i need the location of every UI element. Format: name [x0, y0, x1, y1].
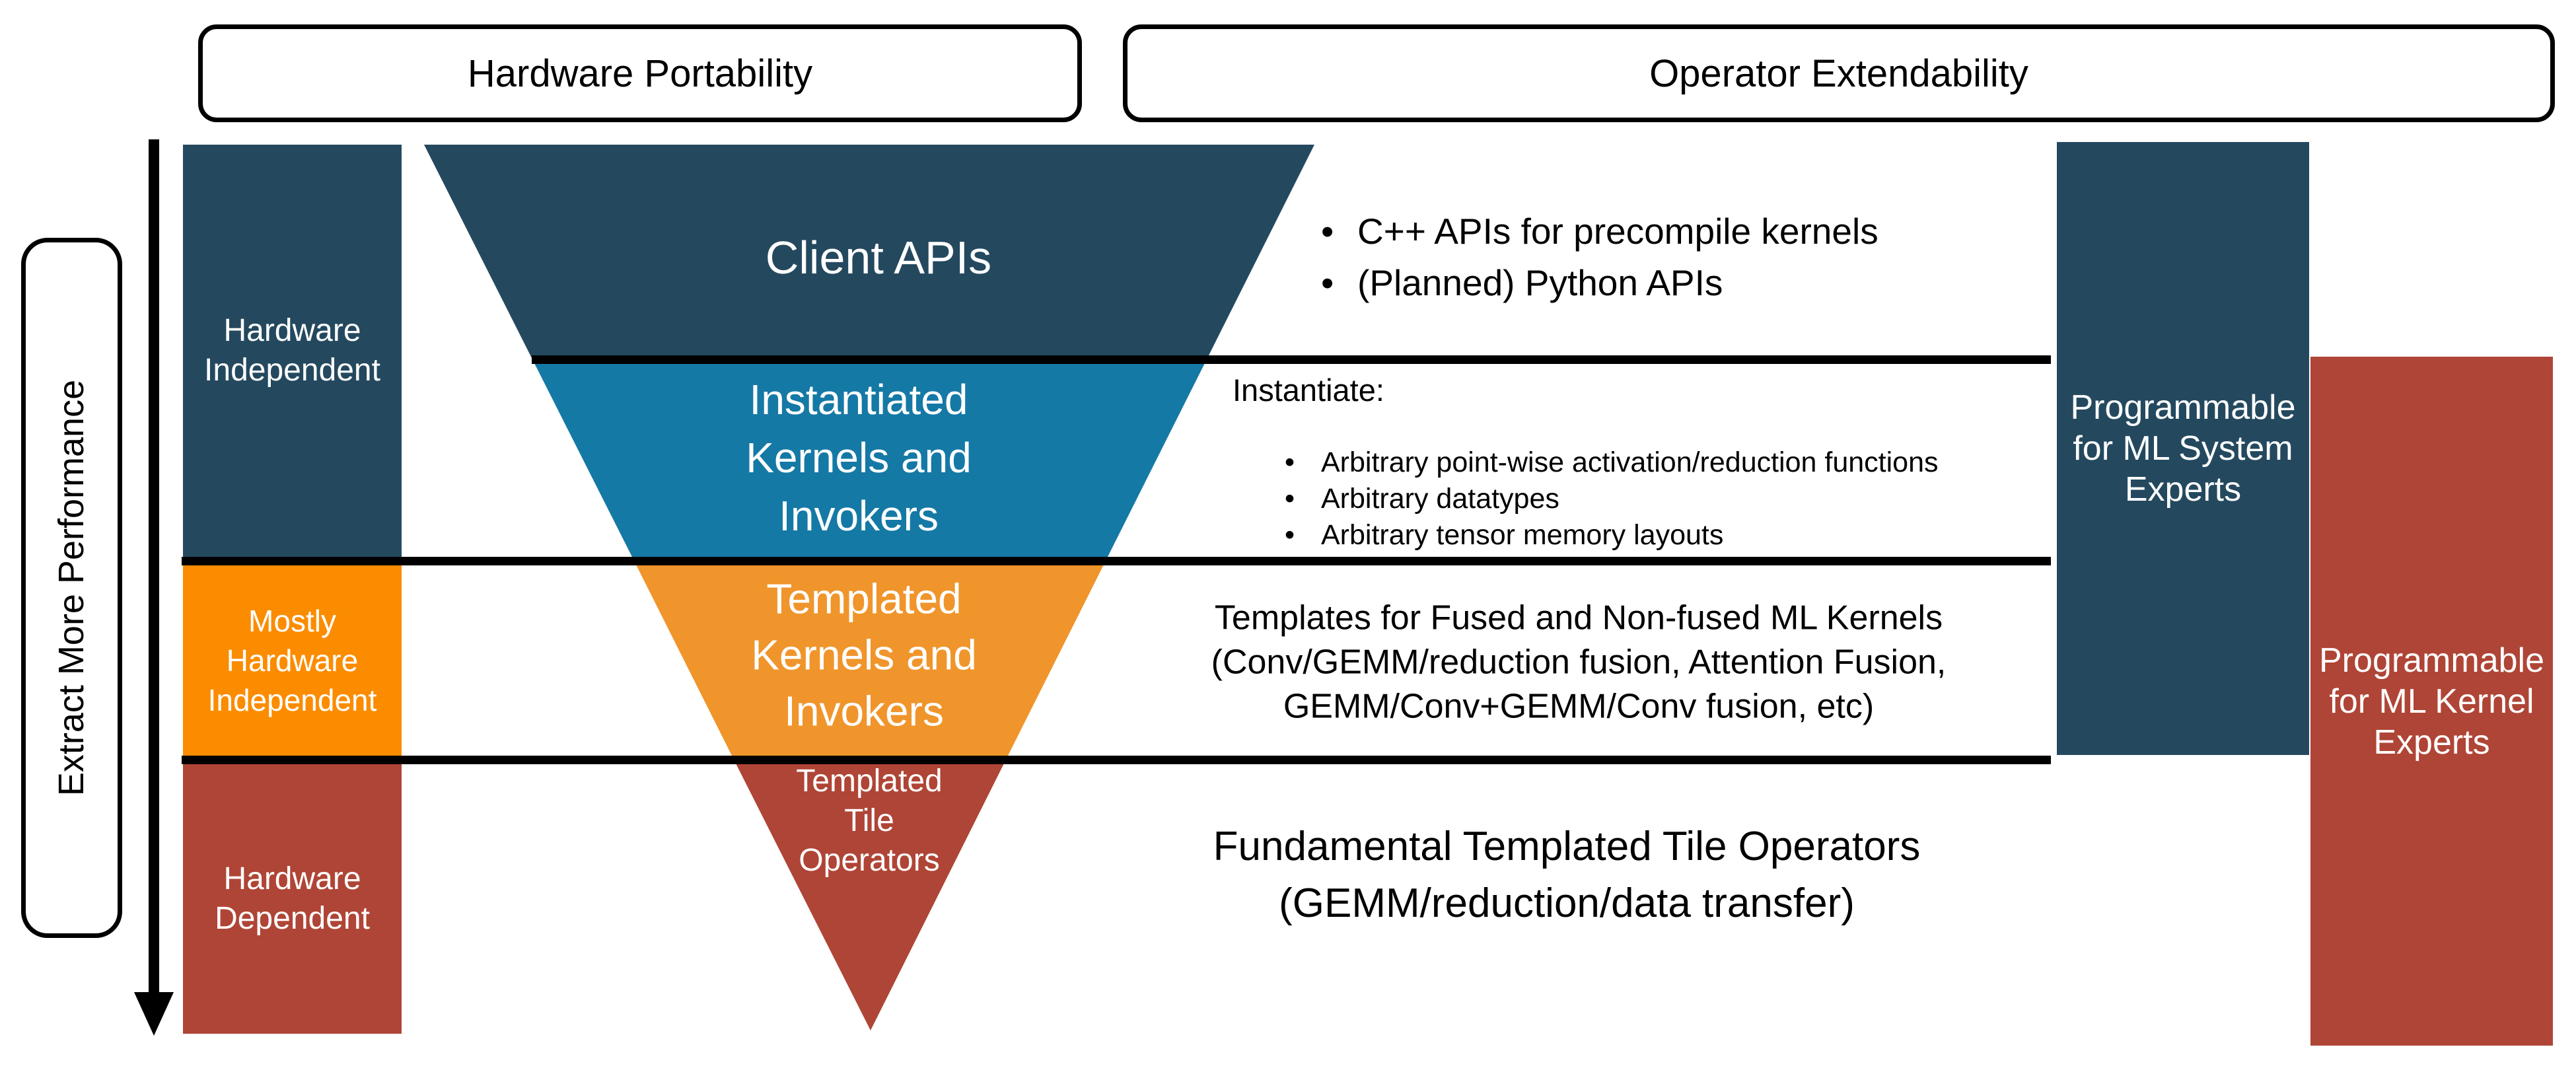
header-operator-extendability-label: Operator Extendability	[1649, 52, 2028, 95]
left-column-mostly-hardware-independent: Mostly Hardware Independent	[183, 565, 402, 756]
left-column-hardware-dependent: Hardware Dependent	[183, 764, 402, 1034]
funnel-level4-label: Templated Tile Operators	[796, 764, 943, 878]
header-hardware-portability-label: Hardware Portability	[467, 52, 813, 95]
fundamental-annotation: Fundamental Templated Tile Operators (GE…	[1213, 824, 1921, 926]
extract-performance-box	[21, 238, 122, 938]
separator-line-2	[182, 557, 2051, 565]
right-column-ml-system-experts: Programmable for ML System Experts	[2057, 142, 2309, 755]
ml-system-experts-label: Programmable for ML System Experts	[2070, 388, 2296, 509]
left-column-hardware-independent: Hardware Independent	[183, 145, 402, 557]
client-api-bullet-2: (Planned) Python APIs	[1321, 257, 1878, 308]
header-hardware-portability: Hardware Portability	[198, 24, 1082, 122]
client-api-bullet-list: C++ APIs for precompile kernels (Planned…	[1321, 205, 1878, 308]
instantiate-bullet-2: Arbitrary datatypes	[1285, 481, 1939, 517]
funnel-level3-label: Templated Kernels and Invokers	[751, 575, 977, 735]
separator-line-3	[182, 756, 2051, 764]
funnel-level1-label: Client APIs	[765, 232, 992, 283]
client-api-bullet-1: C++ APIs for precompile kernels	[1321, 205, 1878, 257]
ml-kernel-experts-label: Programmable for ML Kernel Experts	[2318, 641, 2545, 762]
funnel-level2-shape	[532, 359, 1207, 561]
mostly-hardware-independent-label: Mostly Hardware Independent	[207, 604, 377, 717]
instantiate-bullet-list: Arbitrary point-wise activation/reductio…	[1285, 445, 1939, 554]
header-operator-extendability: Operator Extendability	[1123, 24, 2555, 122]
right-column-ml-kernel-experts: Programmable for ML Kernel Experts	[2310, 357, 2553, 1046]
performance-arrow-line	[149, 139, 159, 998]
hardware-dependent-label: Hardware Dependent	[215, 861, 370, 936]
funnel-level2-label: Instantiated Kernels and Invokers	[746, 376, 972, 540]
hardware-independent-label: Hardware Independent	[204, 313, 380, 388]
funnel-level4-shape	[734, 760, 1006, 1030]
funnel-level3-shape	[634, 561, 1106, 760]
instantiate-bullet-1: Arbitrary point-wise activation/reductio…	[1285, 445, 1939, 481]
performance-arrow-head-icon	[134, 992, 174, 1036]
instantiate-heading: Instantiate:	[1233, 373, 1384, 408]
funnel-level1-shape	[424, 145, 1314, 359]
separator-line-1	[532, 355, 2051, 364]
instantiate-bullet-3: Arbitrary tensor memory layouts	[1285, 517, 1939, 554]
templates-annotation: Templates for Fused and Non-fused ML Ker…	[1211, 598, 1947, 726]
